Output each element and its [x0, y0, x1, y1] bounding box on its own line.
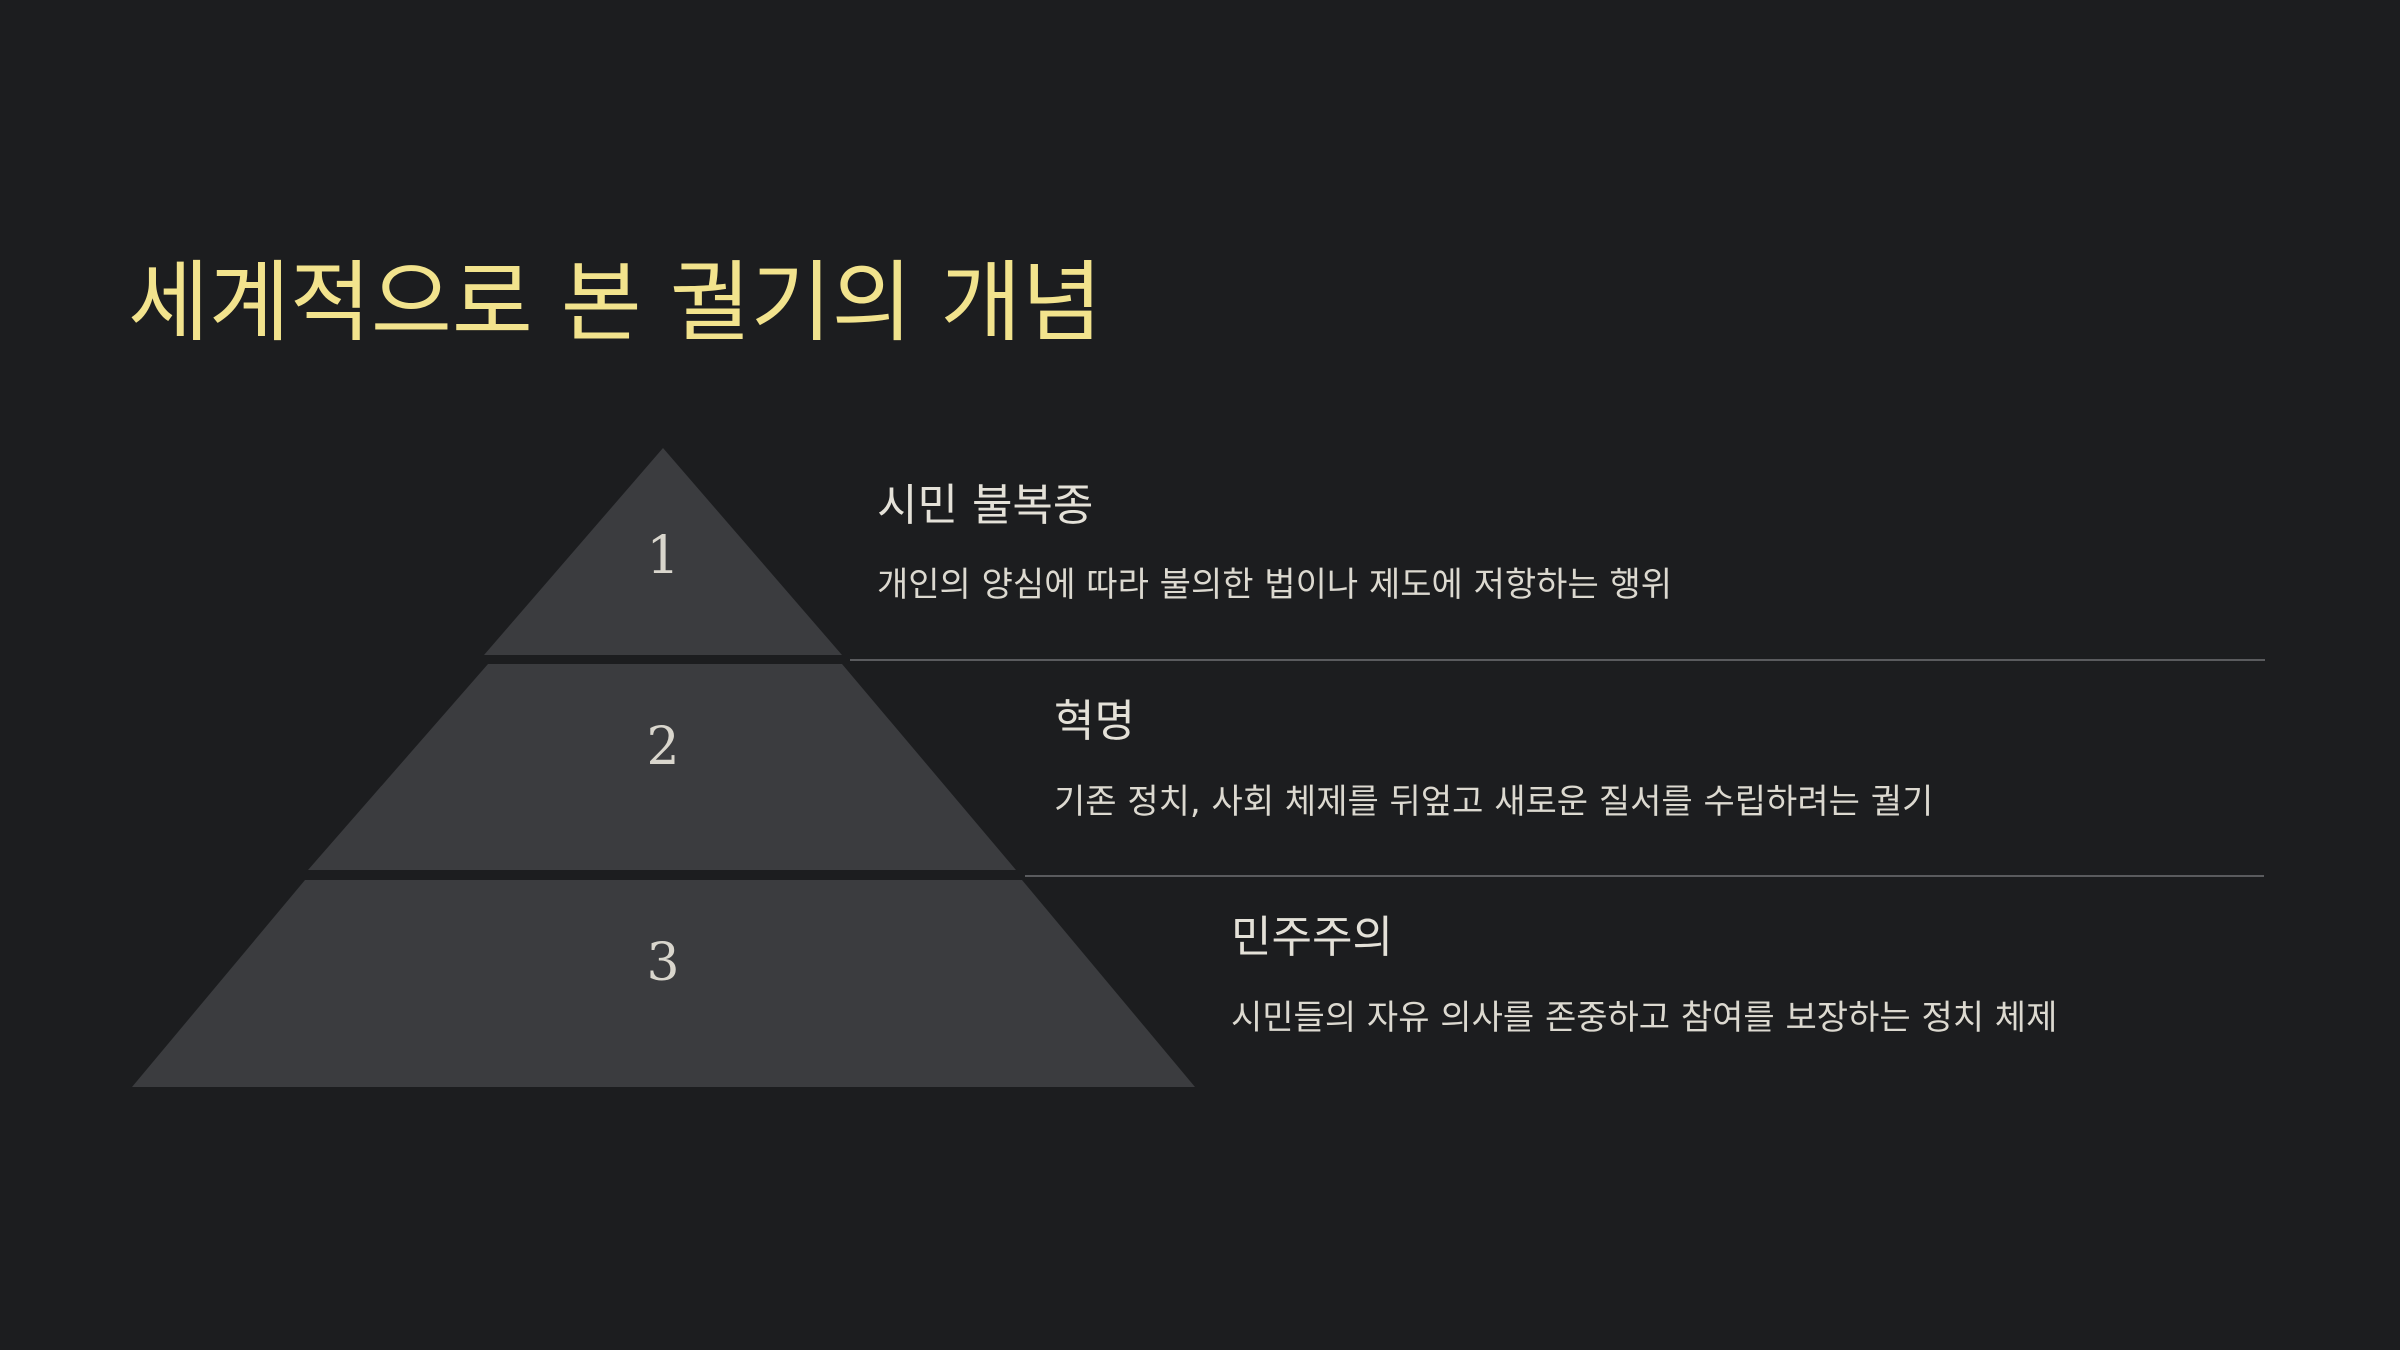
- slide-title: 세계적으로 본 궐기의 개념: [128, 251, 1103, 354]
- pyramid-tier-1: [484, 448, 842, 655]
- tier-number-2: 2: [646, 717, 679, 777]
- pyramid-tier-2: [308, 664, 1016, 870]
- tier-1-heading: 시민 불복종: [877, 480, 1094, 531]
- tier-3-heading: 민주주의: [1231, 912, 1393, 963]
- tier-2-description: 기존 정치, 사회 체제를 뒤엎고 새로운 질서를 수립하려는 궐기: [1054, 782, 1934, 822]
- pyramid-tier-3: [132, 880, 1195, 1087]
- tier-2-heading: 혁명: [1054, 696, 1135, 747]
- tier-1-description: 개인의 양심에 따라 불의한 법이나 제도에 저항하는 행위: [877, 565, 1673, 605]
- tier-number-3: 3: [646, 933, 679, 993]
- tier-number-1: 1: [646, 526, 679, 586]
- tier-3-description: 시민들의 자유 의사를 존중하고 참여를 보장하는 정치 체제: [1231, 998, 2058, 1038]
